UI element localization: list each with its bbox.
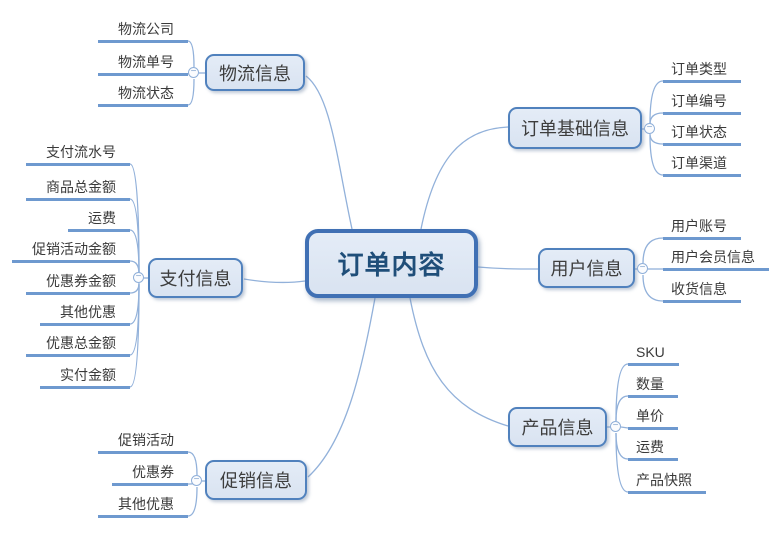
leaf-topic[interactable]: 用户账号 <box>663 218 741 240</box>
minus-icon: − <box>190 66 197 77</box>
leaf-topic[interactable]: 促销活动 <box>98 432 188 454</box>
leaf-topic[interactable]: 物流单号 <box>98 54 188 76</box>
connector-line <box>615 432 629 493</box>
collapse-toggle-user[interactable]: − <box>637 263 648 274</box>
leaf-topic[interactable]: 订单状态 <box>663 124 741 146</box>
connector-line <box>129 163 140 273</box>
leaf-topic[interactable]: 运费 <box>68 210 130 232</box>
connector-line <box>187 78 195 106</box>
connector-line <box>615 363 629 422</box>
leaf-topic[interactable]: 其他优惠 <box>40 304 130 326</box>
minus-icon: − <box>612 420 619 431</box>
leaf-topic[interactable]: 优惠总金额 <box>26 335 130 357</box>
collapse-toggle-product[interactable]: − <box>610 421 621 432</box>
connector-line <box>615 395 629 422</box>
collapse-toggle-order-basic[interactable]: − <box>644 123 655 134</box>
leaf-topic[interactable]: 物流状态 <box>98 85 188 107</box>
connector-line <box>243 278 306 284</box>
connector-line <box>129 229 140 274</box>
collapse-toggle-promotion[interactable]: − <box>191 475 202 486</box>
connector-line <box>129 282 140 294</box>
leaf-topic[interactable]: 订单类型 <box>663 61 741 83</box>
branch-topic-promotion[interactable]: 促销信息 <box>205 460 307 500</box>
connector-line <box>649 133 664 145</box>
minus-icon: − <box>135 271 142 282</box>
branch-topic-user[interactable]: 用户信息 <box>538 248 635 288</box>
connector-line <box>642 274 664 302</box>
central-topic[interactable]: 订单内容 <box>305 229 478 298</box>
minus-icon: − <box>646 122 653 133</box>
leaf-topic[interactable]: 商品总金额 <box>26 179 130 201</box>
leaf-topic[interactable]: 物流公司 <box>98 21 188 43</box>
connector-line <box>420 126 509 230</box>
collapse-toggle-logistics[interactable]: − <box>188 67 199 78</box>
branch-topic-payment[interactable]: 支付信息 <box>148 258 243 298</box>
leaf-topic[interactable]: 实付金额 <box>40 367 130 389</box>
leaf-topic[interactable]: SKU <box>628 344 679 366</box>
leaf-topic[interactable]: 用户会员信息 <box>663 249 769 271</box>
connector-line <box>129 260 140 275</box>
leaf-topic[interactable]: 订单编号 <box>663 93 741 115</box>
leaf-topic[interactable]: 订单渠道 <box>663 155 741 177</box>
connector-line <box>620 426 629 429</box>
leaf-topic[interactable]: 数量 <box>628 376 678 398</box>
leaf-topic[interactable]: 单价 <box>628 408 678 430</box>
connector-line <box>649 112 664 125</box>
minus-icon: − <box>193 474 200 485</box>
branch-topic-product[interactable]: 产品信息 <box>508 407 607 447</box>
connector-line <box>187 486 198 517</box>
leaf-topic[interactable]: 产品快照 <box>628 472 706 494</box>
leaf-topic[interactable]: 运费 <box>628 439 678 461</box>
connector-line <box>477 266 539 270</box>
branch-topic-logistics[interactable]: 物流信息 <box>205 54 305 91</box>
connector-line <box>187 40 195 68</box>
minus-icon: − <box>639 262 646 273</box>
connector-line <box>307 297 376 478</box>
connector-line <box>649 80 664 124</box>
leaf-topic[interactable]: 优惠券金额 <box>26 273 130 295</box>
leaf-topic[interactable]: 促销活动金额 <box>12 241 130 263</box>
connector-line <box>615 432 629 460</box>
connector-line <box>409 297 509 427</box>
connector-line <box>187 451 198 476</box>
connector-line <box>649 134 664 176</box>
branch-topic-order-basic[interactable]: 订单基础信息 <box>508 107 642 149</box>
leaf-topic[interactable]: 收货信息 <box>663 281 741 303</box>
leaf-topic[interactable]: 支付流水号 <box>26 144 130 166</box>
leaf-topic[interactable]: 优惠券 <box>112 464 188 486</box>
connector-line <box>129 284 140 388</box>
leaf-topic[interactable]: 其他优惠 <box>98 496 188 518</box>
connector-line <box>305 75 353 230</box>
collapse-toggle-payment[interactable]: − <box>133 272 144 283</box>
connector-line <box>642 237 664 264</box>
